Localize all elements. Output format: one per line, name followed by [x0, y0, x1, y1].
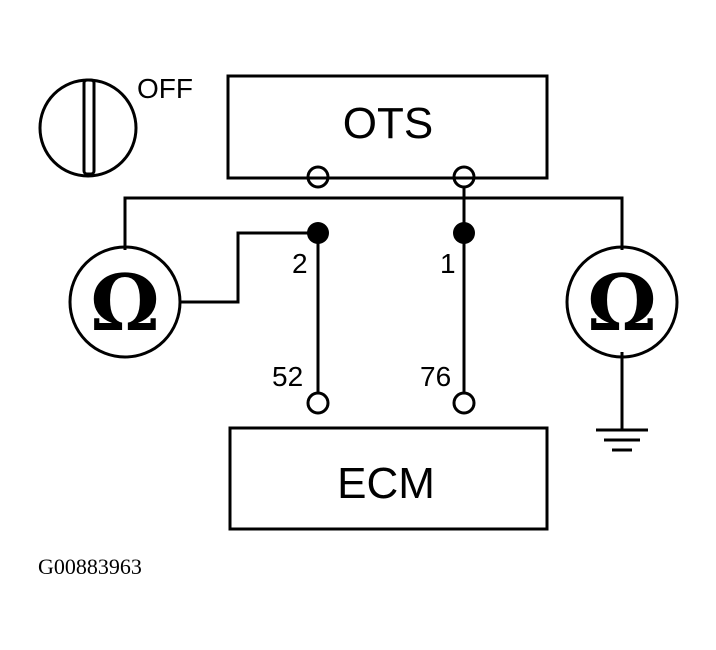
ignition-key-slot [82, 78, 96, 176]
ignition-switch-body [38, 78, 138, 178]
ignition-off-label: OFF [137, 73, 193, 104]
pin-label-76: 76 [420, 361, 451, 392]
probe-point-pin-1 [453, 222, 475, 244]
ots-terminal-right [452, 165, 476, 189]
ecm-component: ECM [228, 426, 549, 531]
pin-label-52: 52 [272, 361, 303, 392]
ecm-terminal-52 [306, 391, 330, 415]
pin-label-1: 1 [440, 248, 456, 279]
right-ohmmeter-body [565, 245, 679, 359]
probe-point-pin-2 [307, 222, 329, 244]
ecm-box [228, 426, 549, 531]
left-ohm-symbol-icon: Ω [90, 258, 159, 349]
meter-bus-wire [123, 196, 624, 250]
ots-box [226, 74, 549, 180]
ecm-terminal-76 [452, 391, 476, 415]
pin-label-2: 2 [292, 248, 308, 279]
left-meter-probe-wire [180, 231, 318, 304]
right-ohm-symbol-icon: Ω [587, 258, 656, 349]
left-ohmmeter: Ω [68, 245, 182, 359]
ots-component: OTS [226, 74, 549, 180]
figure-code: G00883963 [38, 554, 142, 579]
ots-terminal-left [306, 165, 330, 189]
ecm-label: ECM [337, 459, 435, 508]
ignition-switch: OFF [38, 73, 193, 178]
ground-symbol [596, 428, 648, 452]
left-ohmmeter-body [68, 245, 182, 359]
ots-label: OTS [343, 99, 433, 148]
right-ohmmeter: Ω [565, 245, 679, 359]
